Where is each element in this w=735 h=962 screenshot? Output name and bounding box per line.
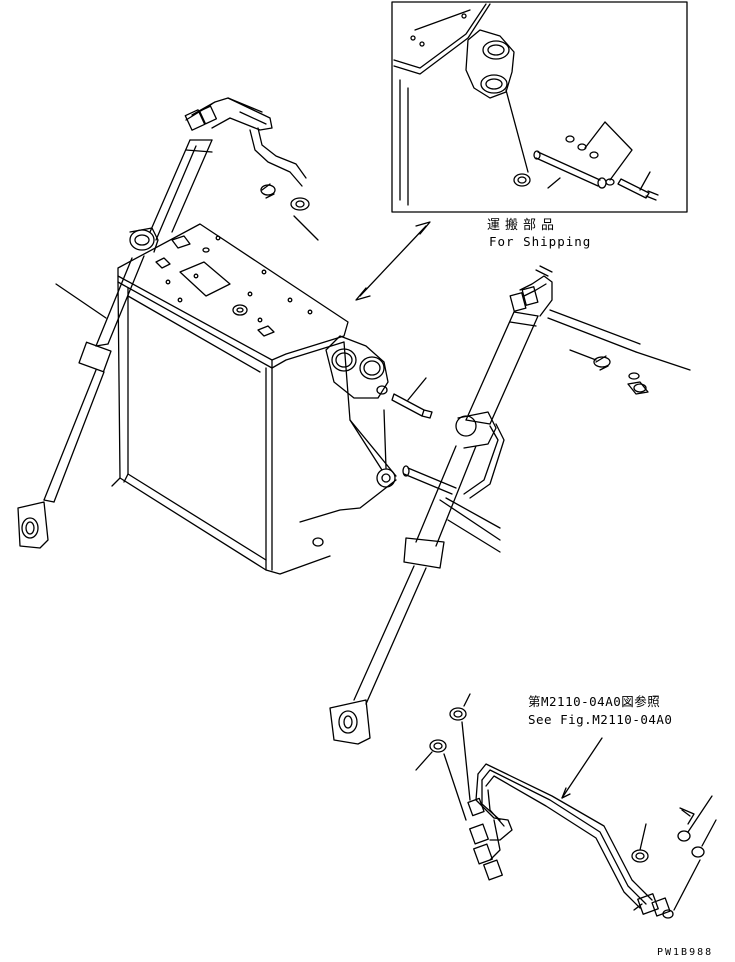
- center-bracket: [326, 336, 456, 494]
- bottom-piping: [416, 694, 716, 918]
- shipping-inset: [392, 2, 687, 212]
- drawing-id: PW1B988: [657, 947, 714, 958]
- see-fig-label-en: See Fig.M2110-04A0: [528, 712, 673, 727]
- see-fig-label-jp: 第M2110-04A0図参照: [528, 694, 661, 709]
- shipping-label-en: For Shipping: [489, 234, 592, 249]
- left-cylinder: [18, 98, 318, 548]
- frame-box: [112, 224, 396, 574]
- shipping-label-jp: 運搬部品: [487, 218, 560, 233]
- leader-line: [448, 520, 500, 552]
- right-cylinder: [330, 266, 690, 744]
- link-arrow: [356, 222, 430, 300]
- inset-frame: [392, 2, 687, 212]
